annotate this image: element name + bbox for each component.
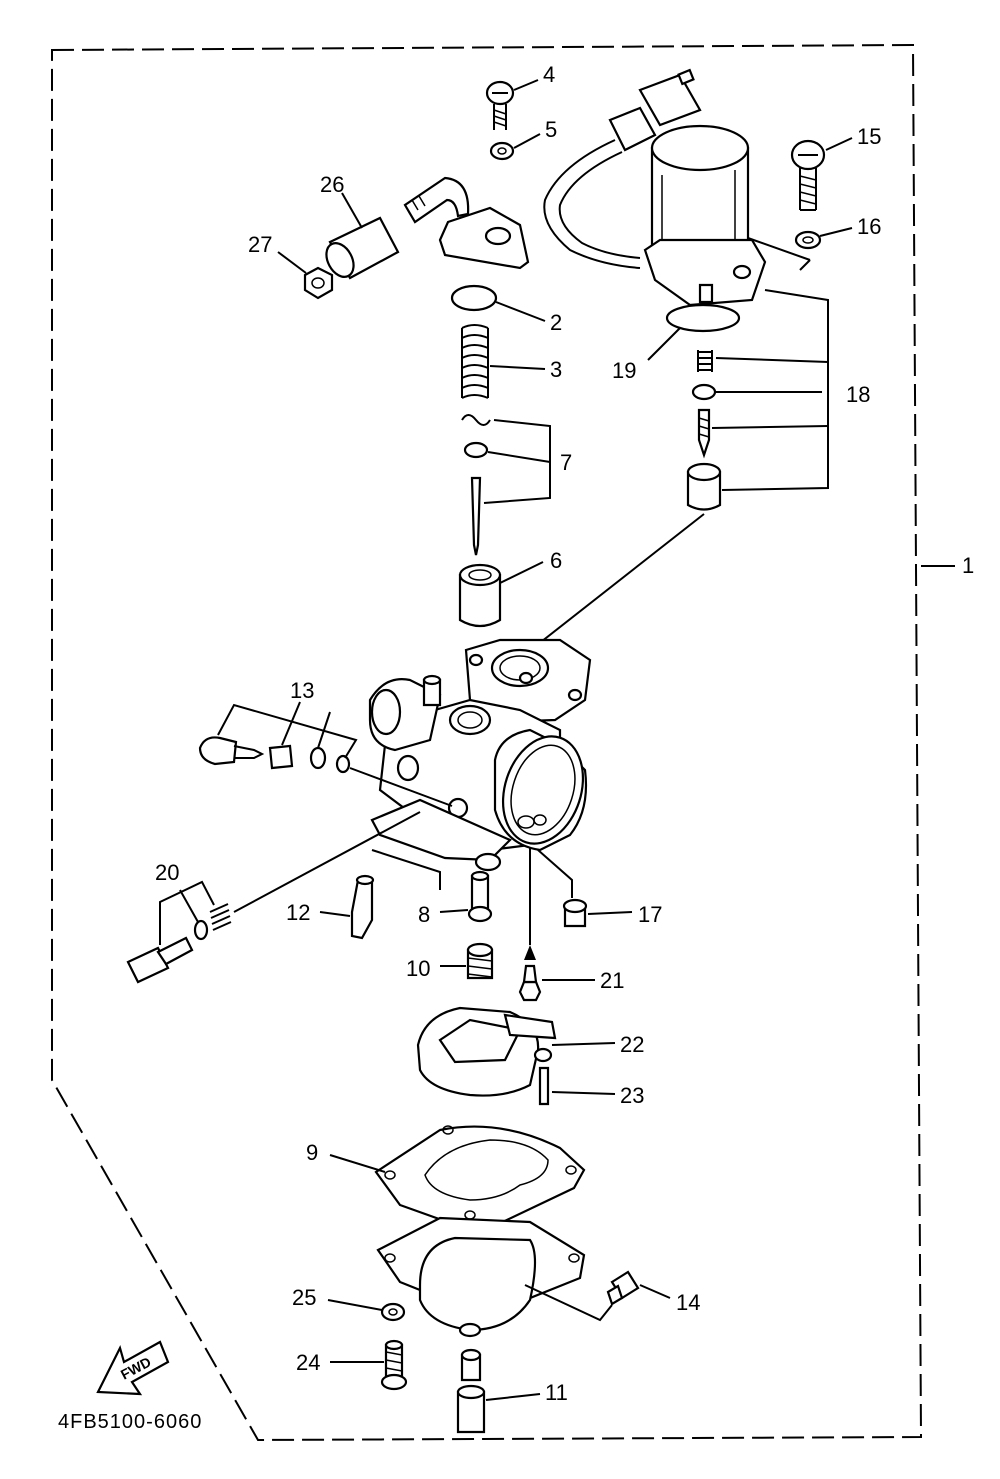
callout-22: 22 xyxy=(620,1032,644,1057)
part-needle-set-7 xyxy=(461,414,491,556)
assembly-boundary xyxy=(51,43,923,1442)
callout-11: 11 xyxy=(545,1380,568,1405)
part-jet-12 xyxy=(350,874,375,940)
callout-1: 1 xyxy=(962,553,974,578)
part-bowl-screw-24 xyxy=(380,1339,408,1391)
callout-8: 8 xyxy=(418,902,430,927)
part-choke-plunger xyxy=(697,408,711,459)
part-screw-15 xyxy=(790,139,826,211)
part-drain-screw-14 xyxy=(606,1270,640,1306)
part-top-cover xyxy=(403,176,530,270)
part-code: 4FB5100-6060 xyxy=(58,1411,202,1433)
part-screw-4 xyxy=(485,80,515,130)
part-nut-27 xyxy=(303,266,334,300)
callout-13: 13 xyxy=(290,678,314,703)
part-pilot-screw-13 xyxy=(198,736,351,774)
callout-14: 14 xyxy=(676,1290,700,1315)
callout-20: 20 xyxy=(155,860,179,885)
callout-6: 6 xyxy=(550,548,562,573)
part-screw-17 xyxy=(562,898,588,928)
callout-23: 23 xyxy=(620,1083,644,1108)
callout-21: 21 xyxy=(600,968,624,993)
callout-4: 4 xyxy=(543,62,555,87)
part-choke-spring xyxy=(697,350,713,372)
part-float-22 xyxy=(416,1006,557,1097)
callout-24: 24 xyxy=(296,1350,320,1375)
callout-5: 5 xyxy=(545,117,557,142)
part-oring-2 xyxy=(450,284,498,312)
part-oring-19 xyxy=(665,303,741,333)
part-washer-25 xyxy=(380,1302,406,1322)
callout-7: 7 xyxy=(560,450,572,475)
callout-17: 17 xyxy=(638,902,662,927)
part-float-bowl xyxy=(376,1216,586,1338)
part-pin-23 xyxy=(538,1066,550,1106)
callout-27: 27 xyxy=(248,232,272,257)
part-choke-sleeve xyxy=(686,462,722,511)
part-hose-26 xyxy=(325,216,400,280)
callout-19: 19 xyxy=(612,358,636,383)
callout-10: 10 xyxy=(406,956,430,981)
part-autochoke xyxy=(543,68,767,307)
callout-12: 12 xyxy=(286,900,310,925)
fwd-arrow-icon: FWD xyxy=(96,1340,170,1396)
callout-15: 15 xyxy=(857,124,881,149)
part-gasket-9 xyxy=(374,1125,586,1232)
part-carburetor-body xyxy=(368,638,592,872)
callout-25: 25 xyxy=(292,1285,316,1310)
part-float-needle-21 xyxy=(518,945,542,1002)
part-washer-5 xyxy=(489,141,515,161)
part-main-jet-10 xyxy=(466,942,494,980)
callout-18: 18 xyxy=(846,382,870,407)
part-idle-screw-20 xyxy=(126,903,232,984)
part-needle-jet-8 xyxy=(467,870,493,923)
part-spring-3 xyxy=(461,324,489,399)
part-washer-16 xyxy=(794,230,822,250)
part-slide-6 xyxy=(458,563,502,628)
callout-9: 9 xyxy=(306,1140,318,1165)
part-cap-11 xyxy=(456,1348,486,1434)
callout-3: 3 xyxy=(550,357,562,382)
callout-2: 2 xyxy=(550,310,562,335)
callout-26: 26 xyxy=(320,172,344,197)
callout-16: 16 xyxy=(857,214,881,239)
part-choke-washer-18 xyxy=(691,383,717,401)
